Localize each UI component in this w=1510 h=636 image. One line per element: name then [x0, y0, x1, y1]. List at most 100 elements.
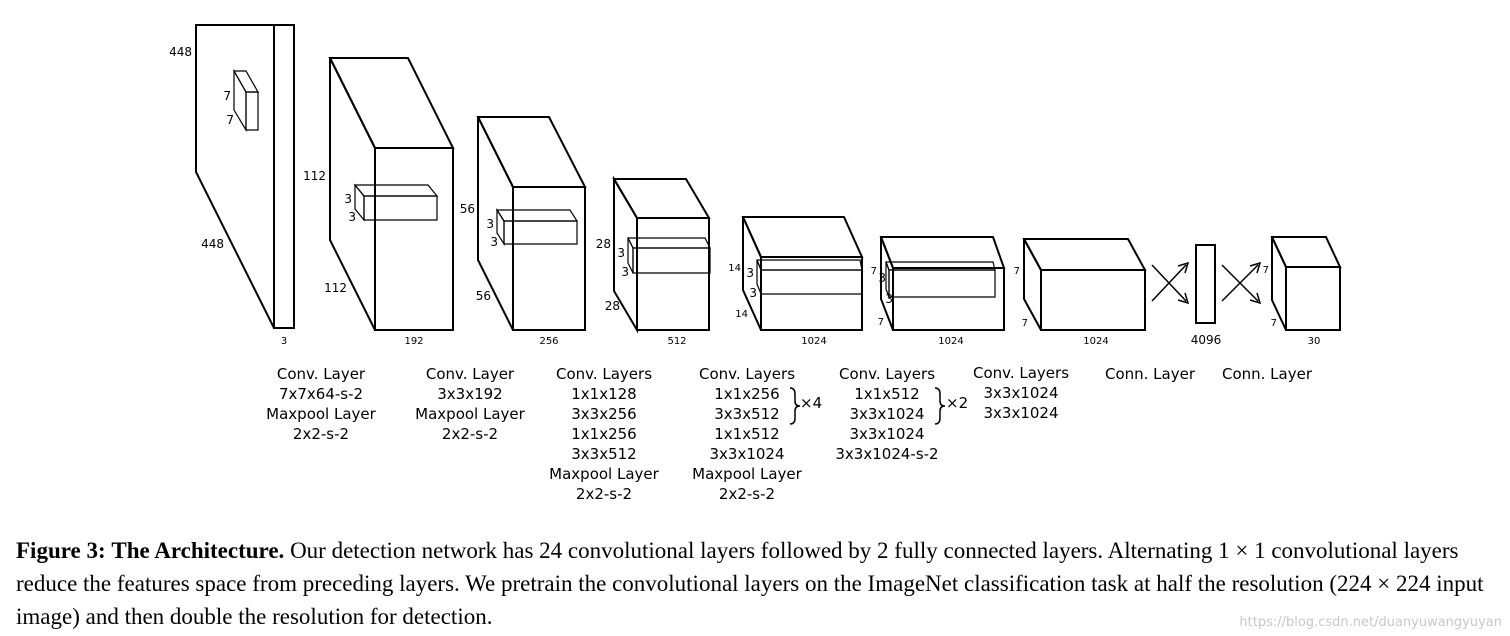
desc-line: 3x3x1024: [709, 445, 784, 463]
dim-label: 7: [1022, 318, 1028, 329]
conv-volume-2: [328, 57, 455, 331]
input-volume: [195, 24, 295, 329]
conv-kernel-2: [353, 183, 439, 222]
desc-line: Conv. Layer: [426, 365, 515, 383]
desc-line: Conv. Layers: [973, 364, 1069, 382]
desc-line: Maxpool Layer: [415, 405, 525, 423]
dim-label: 3: [746, 266, 754, 280]
repeat-label: ×4: [800, 394, 822, 412]
dim-label: 3: [486, 217, 494, 231]
conv-kernel-5: [756, 259, 863, 295]
layer-desc-5: Conv. Layers 1x1x512 3x3x1024 3x3x1024 3…: [835, 365, 968, 463]
desc-line: Conn. Layer: [1222, 365, 1313, 383]
dim-label: 56: [460, 202, 475, 216]
conv-kernel-6: [885, 261, 996, 298]
desc-line: 1x1x512: [714, 425, 779, 443]
dim-label: 28: [596, 237, 611, 251]
desc-line: 3x3x1024-s-2: [835, 445, 938, 463]
desc-line: Conn. Layer: [1105, 365, 1196, 383]
repeat-brace-4: [789, 387, 801, 425]
desc-line: 3x3x1024: [849, 425, 924, 443]
desc-line: 2x2-s-2: [576, 485, 632, 503]
desc-line: 3x3x512: [571, 445, 636, 463]
dim-label: 256: [539, 336, 558, 347]
dim-label: 3: [878, 271, 886, 285]
input-kernel: [232, 68, 260, 133]
desc-line: 1x1x256: [571, 425, 636, 443]
dim-label: 3: [617, 246, 625, 260]
dim-label: 1024: [938, 336, 963, 347]
conv-volume-5: [741, 216, 864, 331]
desc-line: Maxpool Layer: [692, 465, 802, 483]
desc-line: 2x2-s-2: [293, 425, 349, 443]
conv-kernel-4: [627, 237, 711, 274]
figure-caption-text: Our detection network has 24 convolution…: [16, 538, 1484, 629]
dim-label: 7: [871, 266, 877, 277]
figure-title: The Architecture.: [111, 538, 285, 563]
desc-line: 3x3x192: [437, 385, 502, 403]
dim-label: 3: [749, 286, 757, 300]
dim-label: 3: [490, 235, 498, 249]
layer-desc-6: Conv. Layers 3x3x1024 3x3x1024: [973, 364, 1069, 422]
layer-desc-1: Conv. Layer 7x7x64-s-2 Maxpool Layer 2x2…: [266, 365, 376, 443]
dim-label: 3: [621, 265, 629, 279]
dim-label: 3: [281, 336, 287, 347]
conv-volume-3: [476, 116, 587, 331]
dim-label: 1024: [1083, 336, 1108, 347]
dim-label: 3: [348, 210, 356, 224]
fc-connection-arrows-1: [1151, 261, 1190, 305]
dim-label: 448: [201, 237, 224, 251]
desc-line: 1x1x512: [854, 385, 919, 403]
desc-line: 3x3x256: [571, 405, 636, 423]
yolo-architecture-diagram: 448 448 7 7 3 112 112 3 3 192 56 56 3 3 …: [169, 24, 1342, 503]
dim-label: 112: [303, 169, 326, 183]
dim-label: 448: [169, 45, 192, 59]
desc-line: 3x3x1024: [983, 404, 1058, 422]
conv-volume-4: [612, 175, 711, 334]
layer-desc-2: Conv. Layer 3x3x192 Maxpool Layer 2x2-s-…: [415, 365, 525, 443]
conv-volume-7: [1022, 238, 1147, 331]
dim-label: 7: [1271, 318, 1277, 329]
layer-desc-4: Conv. Layers 1x1x256 3x3x512 1x1x512 3x3…: [692, 365, 822, 503]
layer-descriptions: Conv. Layer 7x7x64-s-2 Maxpool Layer 2x2…: [266, 364, 1313, 503]
figure-caption: Figure 3: The Architecture. Our detectio…: [16, 534, 1496, 633]
desc-line: 3x3x512: [714, 405, 779, 423]
dim-label: 3: [344, 192, 352, 206]
desc-line: 3x3x1024: [983, 384, 1058, 402]
fc-layer-4096: [1195, 244, 1216, 324]
desc-line: 1x1x128: [571, 385, 636, 403]
figure-label: Figure 3:: [16, 538, 106, 563]
watermark: https://blog.csdn.net/duanyuwangyuyan: [1239, 615, 1502, 630]
dim-label: 112: [324, 281, 347, 295]
desc-line: Maxpool Layer: [549, 465, 659, 483]
desc-line: 3x3x1024: [849, 405, 924, 423]
dim-label: 30: [1308, 336, 1321, 347]
repeat-brace-5: [934, 387, 946, 425]
desc-line: Conv. Layers: [839, 365, 935, 383]
dim-label: 14: [728, 263, 741, 274]
desc-line: Maxpool Layer: [266, 405, 376, 423]
fc-connection-arrows-2: [1221, 261, 1262, 305]
dim-label: 7: [226, 113, 234, 127]
dim-label: 512: [667, 336, 686, 347]
conv-kernel-3: [495, 207, 579, 247]
conv-volume-6: [879, 236, 1006, 331]
dim-label: 14: [735, 309, 748, 320]
output-volume: [1270, 236, 1342, 331]
dim-label: 56: [476, 289, 491, 303]
desc-line: 2x2-s-2: [442, 425, 498, 443]
dim-label: 1024: [801, 336, 826, 347]
dimension-labels: 448 448 7 7 3 112 112 3 3 192 56 56 3 3 …: [169, 45, 1320, 347]
repeat-label: ×2: [946, 394, 968, 412]
dim-label: 28: [605, 299, 620, 313]
desc-line: Conv. Layers: [699, 365, 795, 383]
dim-label: 7: [1014, 266, 1020, 277]
desc-line: 2x2-s-2: [719, 485, 775, 503]
layer-desc-7: Conn. Layer: [1105, 365, 1196, 383]
layer-desc-8: Conn. Layer: [1222, 365, 1313, 383]
dim-label: 4096: [1191, 333, 1222, 347]
dim-label: 192: [404, 336, 423, 347]
desc-line: 7x7x64-s-2: [279, 385, 363, 403]
dim-label: 3: [885, 292, 893, 306]
layer-desc-3: Conv. Layers 1x1x128 3x3x256 1x1x256 3x3…: [549, 365, 659, 503]
